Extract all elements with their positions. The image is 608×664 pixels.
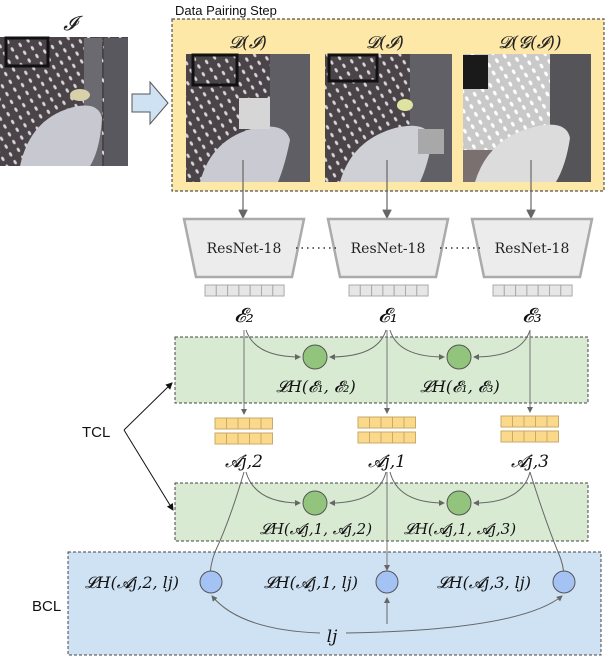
input-image [0, 36, 128, 166]
attention-cell [226, 432, 239, 445]
attention-cell [357, 431, 370, 444]
embedding-cell [272, 284, 285, 297]
view-1-label: 𝓓(𝓘) [229, 33, 267, 53]
attention-cell [546, 415, 559, 428]
bcl-label: BCL [32, 598, 61, 615]
attention-3-label: 𝓐j,3 [511, 452, 549, 472]
attention-cell [403, 431, 416, 444]
encoder-1: ResNet-18 [326, 217, 450, 279]
embedding-cell [261, 284, 274, 297]
bcl-loss-3-label: 𝓛H(𝓐j,3, lj) [437, 573, 531, 592]
embedding-cell [215, 284, 229, 297]
attention-cell [214, 432, 227, 445]
attention-cell [249, 432, 262, 445]
attention-cell [512, 415, 525, 428]
attention-cell [249, 417, 262, 430]
embedding-2-label: 𝓔₂ [234, 303, 253, 327]
erase-patch [239, 98, 270, 129]
embedding-loss-node-2 [446, 344, 472, 370]
attention-cell [546, 430, 559, 443]
embedding-loss-node-1 [302, 344, 328, 370]
embedding-cell [526, 284, 539, 297]
attention-cell [403, 416, 416, 429]
attention-maps [214, 415, 559, 445]
embedding-cell [348, 284, 361, 297]
bcl-node-2 [199, 570, 223, 594]
attention-cell [523, 430, 536, 443]
embedding-cell [492, 284, 505, 297]
view-1-image [186, 53, 310, 182]
attention-1-label: 𝓐j,1 [368, 452, 406, 472]
bcl-node-1 [375, 570, 399, 594]
embedding-cell [382, 284, 395, 297]
embedding-cell [560, 284, 573, 297]
view-2-image [325, 53, 452, 182]
attention-cell [214, 417, 227, 430]
embedding-cell [204, 284, 217, 297]
erase-patch [418, 129, 444, 154]
embedding-cell [503, 284, 517, 297]
embedding-cell [416, 284, 429, 297]
embedding-cell [405, 284, 418, 297]
attention-loss-2-label: 𝓛H(𝓐j,1, 𝓐j,3) [404, 520, 516, 538]
attention-cell [500, 430, 513, 443]
embedding-cell [227, 284, 240, 297]
data-pairing-title: Data Pairing Step [175, 3, 277, 18]
bcl-loss-1-label: 𝓛H(𝓐j,1, lj) [264, 573, 358, 592]
attention-cell [392, 416, 405, 429]
tcl-embedding-box [174, 336, 589, 404]
attention-cell [392, 431, 405, 444]
attention-loss-1-label: 𝓛H(𝓐j,1, 𝓐j,2) [260, 520, 372, 538]
attention-cell [260, 417, 273, 430]
attention-cell [512, 430, 525, 443]
encoder-2: ResNet-18 [182, 217, 306, 279]
attention-cell [535, 430, 548, 443]
bcl-box [67, 551, 602, 656]
attention-cell [380, 431, 393, 444]
view-3-image [463, 54, 591, 182]
erase-patch [463, 55, 488, 89]
embedding-cell [549, 284, 562, 297]
input-label: 𝓘 [63, 11, 83, 35]
attention-cell [357, 416, 370, 429]
embedding-cell [371, 284, 384, 297]
embedding-1-label: 𝓔₁ [378, 303, 397, 327]
embedding-cell [238, 284, 251, 297]
view-2-label: 𝓓(𝓘) [366, 33, 404, 53]
encoder-3-label: ResNet-18 [495, 241, 570, 257]
attention-cell [500, 415, 513, 428]
embedding-loss-2-label: 𝓛H(𝓔₁, 𝓔₃) [420, 377, 499, 396]
tcl-attention-box [174, 482, 589, 542]
attention-cell [369, 416, 382, 429]
attention-cell [369, 431, 382, 444]
tcl-label: TCL [82, 424, 110, 441]
embedding-vectors [204, 284, 573, 297]
attention-loss-node-1 [302, 490, 328, 516]
attention-2-label: 𝓐j,2 [225, 452, 263, 472]
bcl-node-3 [552, 570, 576, 594]
embedding-cell [515, 284, 528, 297]
attention-cell [535, 415, 548, 428]
embedding-cell [249, 284, 262, 297]
attention-cell [260, 432, 273, 445]
bcl-loss-2-label: 𝓛H(𝓐j,2, lj) [85, 573, 179, 592]
embedding-cell [537, 284, 551, 297]
encoder-2-label: ResNet-18 [207, 241, 282, 257]
encoder-3: ResNet-18 [470, 217, 594, 279]
encoder-1-label: ResNet-18 [351, 241, 426, 257]
embedding-cell [359, 284, 373, 297]
attention-loss-node-2 [446, 490, 472, 516]
embedding-loss-1-label: 𝓛H(𝓔₁, 𝓔₂) [276, 377, 355, 396]
pairing-arrow-icon [131, 80, 169, 126]
view-3-label: 𝓓(𝓖(𝓘)) [499, 33, 562, 53]
attention-cell [237, 432, 250, 445]
attention-cell [237, 417, 250, 430]
attention-cell [380, 416, 393, 429]
embedding-3-label: 𝓔₃ [522, 303, 541, 327]
embedding-cell [393, 284, 407, 297]
attention-cell [523, 415, 536, 428]
label-node: lj [327, 627, 338, 647]
attention-cell [226, 417, 239, 430]
